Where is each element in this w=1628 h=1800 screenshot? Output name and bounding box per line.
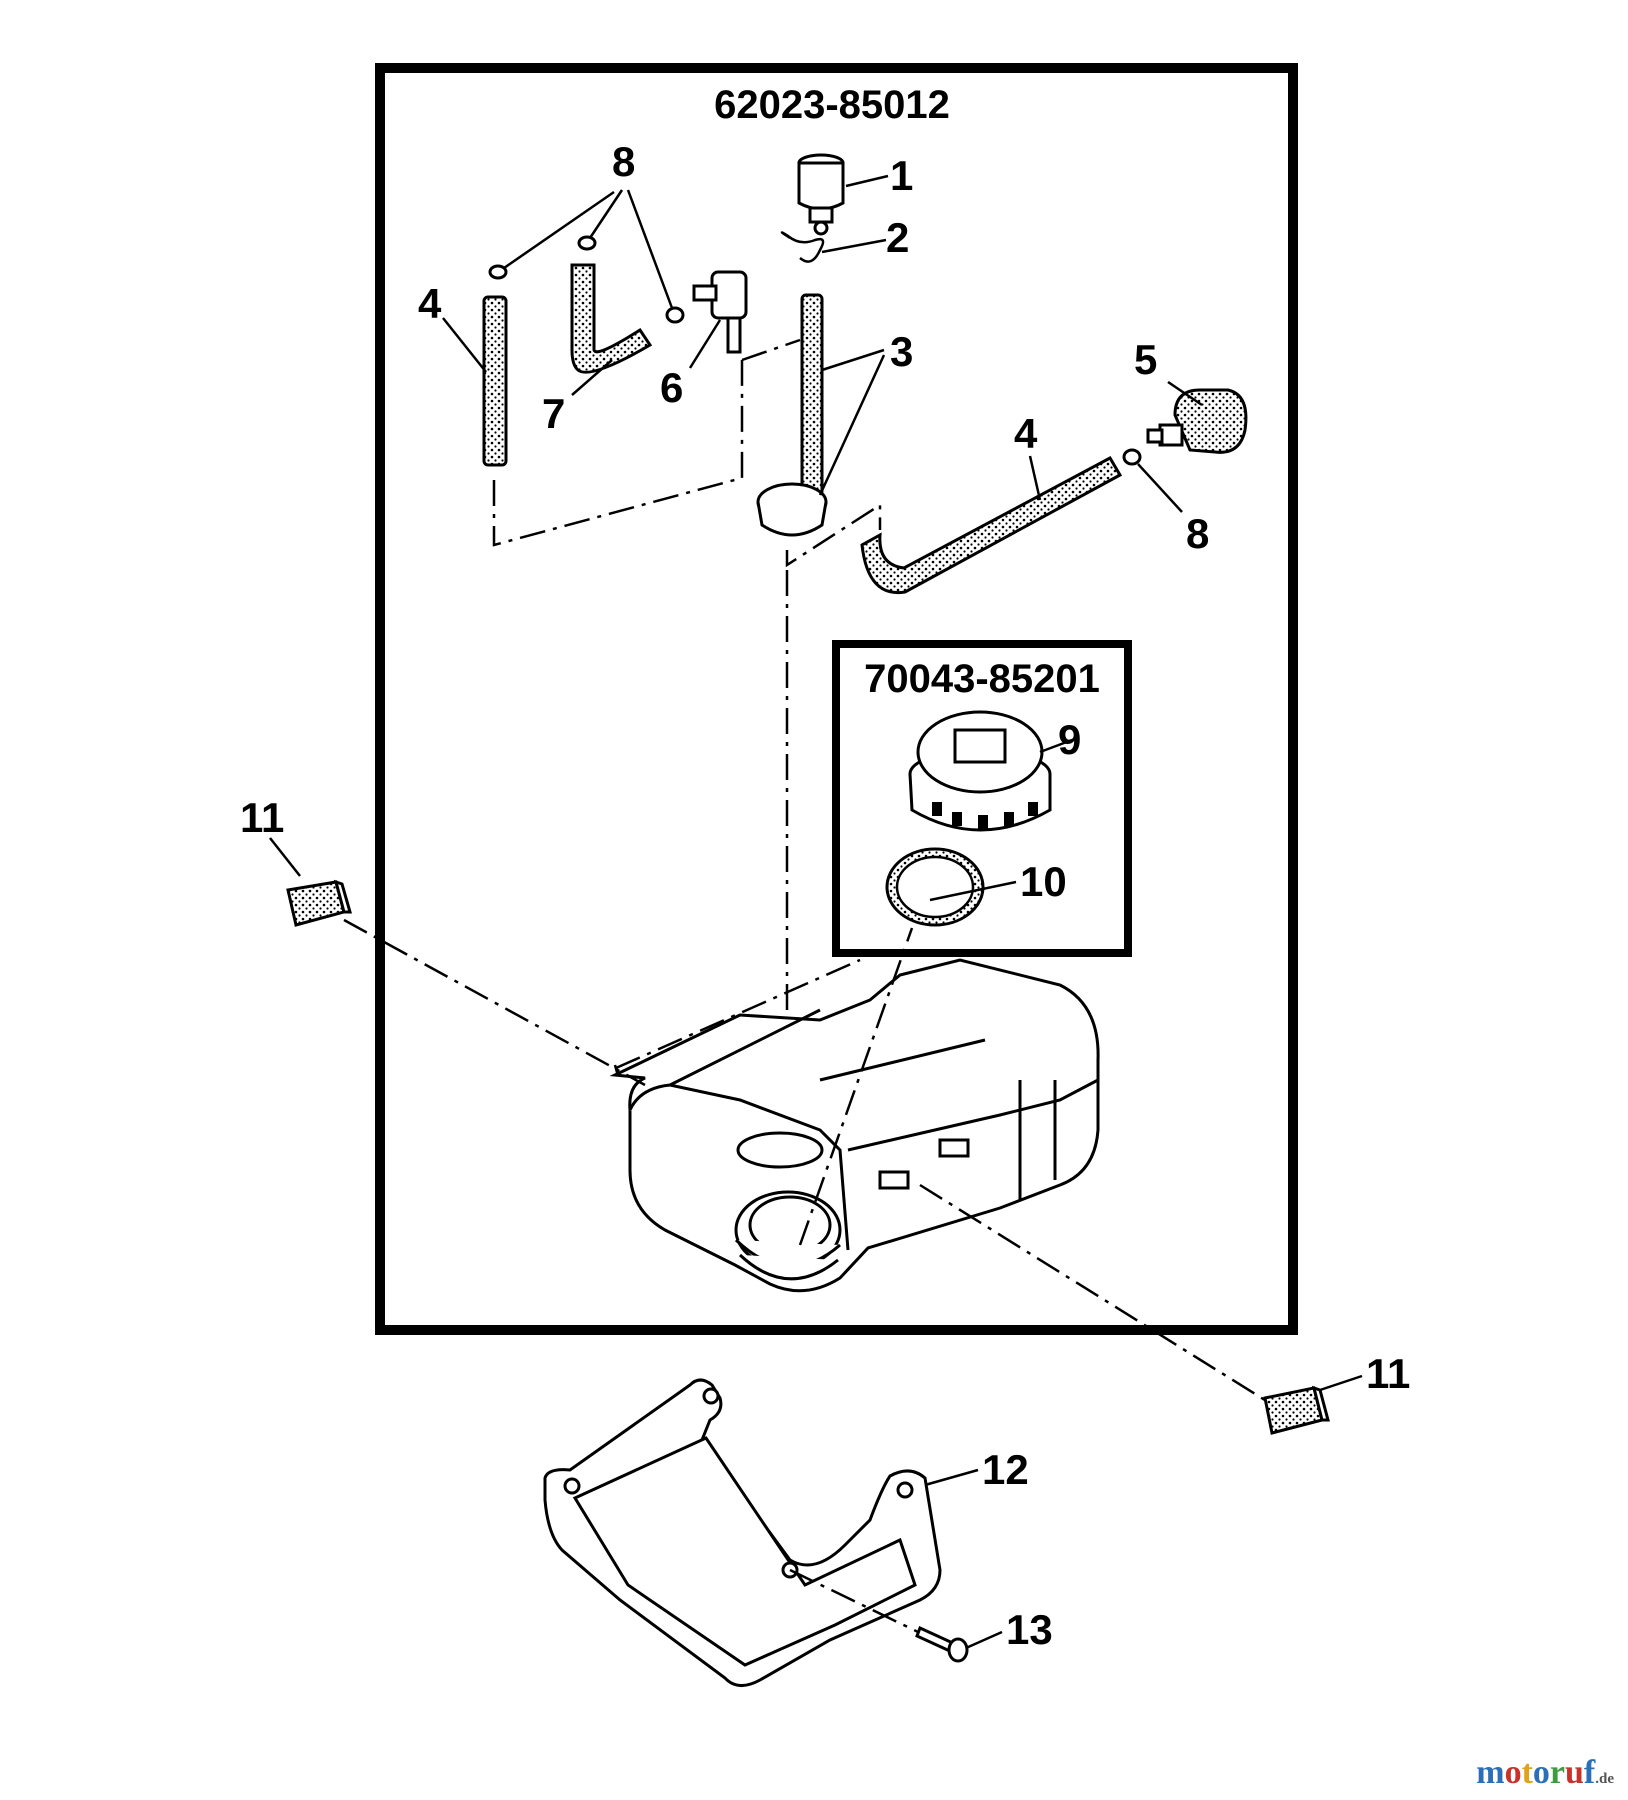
- callout-1: 1: [890, 152, 913, 199]
- clip: [780, 231, 825, 263]
- fuel-hose-left: [482, 295, 508, 467]
- wm-u: u: [1565, 1754, 1584, 1791]
- bent-hose: [570, 263, 653, 374]
- wm-tld: .de: [1595, 1771, 1614, 1787]
- callout-2: 2: [886, 214, 909, 261]
- grommet-right: [1122, 448, 1142, 466]
- cap-assembly-frame: [832, 640, 1132, 957]
- elbow-fitting: [692, 270, 748, 354]
- fuel-hose-right: [860, 455, 1123, 595]
- callout-3: 3: [890, 328, 913, 375]
- pickup-tube: [800, 293, 824, 497]
- main-assembly-frame: [375, 63, 1298, 1335]
- callout-8-right: 8: [1186, 510, 1209, 557]
- callout-12: 12: [982, 1446, 1029, 1493]
- fuel-tank: [609, 958, 1100, 1293]
- wm-r: r: [1549, 1754, 1565, 1791]
- wm-t: t: [1521, 1754, 1533, 1791]
- bolt: [915, 1625, 969, 1663]
- callout-4-right: 4: [1014, 410, 1038, 457]
- main-assembly-number: 62023-85012: [714, 83, 950, 127]
- callout-8-top: 8: [612, 138, 635, 185]
- callout-5: 5: [1134, 336, 1157, 383]
- cap-gasket: [885, 847, 985, 927]
- tank-bracket: [543, 1378, 942, 1687]
- fuel-cap: [908, 710, 1052, 832]
- callout-9: 9: [1058, 716, 1081, 763]
- wm-m: m: [1476, 1754, 1505, 1791]
- wm-o2: o: [1532, 1754, 1550, 1791]
- callout-4-left: 4: [418, 280, 442, 327]
- primer-bulb: [797, 153, 845, 236]
- watermark-logo: motoruf.de: [1476, 1754, 1614, 1792]
- callout-13: 13: [1006, 1606, 1053, 1653]
- mount-right: [1263, 1385, 1330, 1435]
- callout-11-right: 11: [1366, 1350, 1410, 1397]
- fuel-filter: [1146, 388, 1248, 454]
- callout-10: 10: [1020, 858, 1067, 905]
- mount-left: [286, 879, 352, 927]
- callout-6: 6: [660, 364, 683, 411]
- tank-grommet: [756, 482, 828, 537]
- wm-o1: o: [1504, 1754, 1522, 1791]
- wm-f: f: [1583, 1754, 1596, 1791]
- grommet-top: [488, 235, 685, 324]
- cap-assembly-number: 70043-85201: [864, 657, 1100, 701]
- callout-7: 7: [542, 390, 565, 437]
- callout-11-left: 11: [240, 794, 284, 841]
